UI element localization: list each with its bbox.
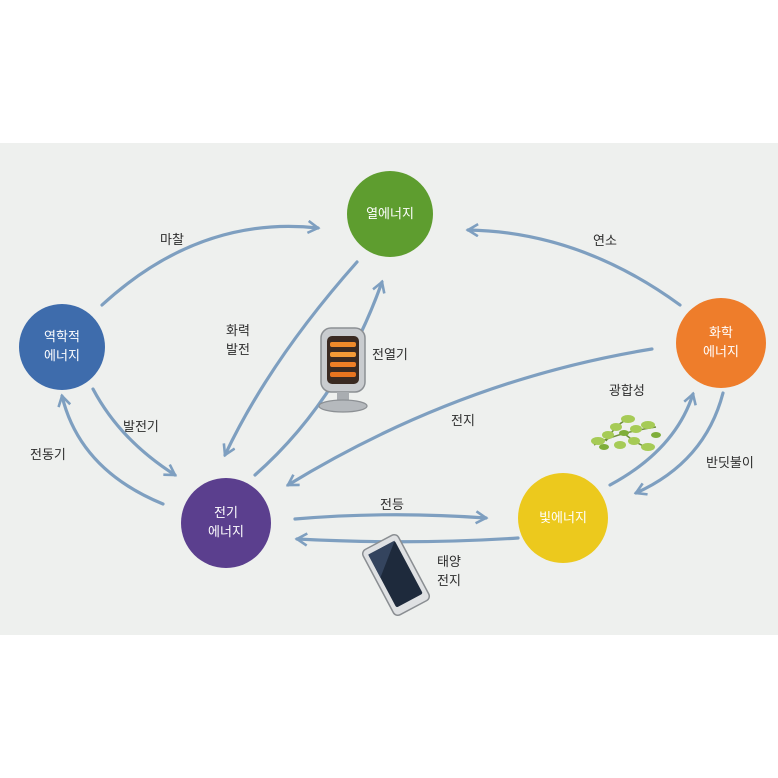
thermal-power-label: 화력 발전 xyxy=(226,322,250,360)
arrow-friction xyxy=(100,226,318,307)
thermal-power-label-line2: 발전 xyxy=(226,343,250,358)
electric-energy-label-line2: 에너지 xyxy=(208,525,244,540)
arrow-motor xyxy=(62,396,165,506)
arrow-generator xyxy=(91,387,175,477)
chemical-energy-label-line2: 에너지 xyxy=(703,345,739,360)
firefly-label: 반딧불이 xyxy=(706,456,754,471)
generator-label: 발전기 xyxy=(123,420,159,435)
mechanical-energy-node: 역학적 에너지 xyxy=(19,304,105,390)
arrow-solar-cell xyxy=(297,538,520,542)
lamp-label: 전등 xyxy=(380,498,404,513)
friction-label: 마찰 xyxy=(160,233,184,248)
heat-energy-node: 열에너지 xyxy=(347,171,433,257)
solar-cell-label: 태양 전지 xyxy=(437,553,461,591)
arrow-battery xyxy=(288,347,654,487)
arrow-photosynthesis xyxy=(608,394,693,487)
heater-label: 전열기 xyxy=(372,348,408,363)
mechanical-energy-label-line1: 역학적 xyxy=(44,330,80,345)
arrow-combustion xyxy=(468,230,682,307)
solar-panel-icon xyxy=(361,533,431,617)
combustion-label: 연소 xyxy=(593,234,617,249)
heat-energy-label: 열에너지 xyxy=(366,206,414,222)
arrow-firefly xyxy=(636,391,725,493)
electric-energy-label-line1: 전기 xyxy=(214,506,238,521)
mechanical-energy-label-line2: 에너지 xyxy=(44,349,80,364)
plant-icon xyxy=(591,415,661,451)
photosynthesis-label: 광합성 xyxy=(609,384,645,399)
light-energy-node: 빛에너지 xyxy=(518,473,608,563)
solar-cell-label-line1: 태양 xyxy=(437,555,461,570)
solar-cell-label-line2: 전지 xyxy=(437,574,461,589)
motor-label: 전동기 xyxy=(30,448,66,463)
electric-energy-node: 전기 에너지 xyxy=(181,478,271,568)
chemical-energy-label-line1: 화학 xyxy=(709,326,733,341)
light-energy-label: 빛에너지 xyxy=(539,510,587,526)
heater-icon xyxy=(318,327,368,413)
arrow-thermal-power xyxy=(225,260,359,455)
arrow-lamp xyxy=(293,515,486,519)
thermal-power-label-line1: 화력 xyxy=(226,324,250,339)
battery-label: 전지 xyxy=(451,414,475,429)
chemical-energy-node: 화학 에너지 xyxy=(676,298,766,388)
